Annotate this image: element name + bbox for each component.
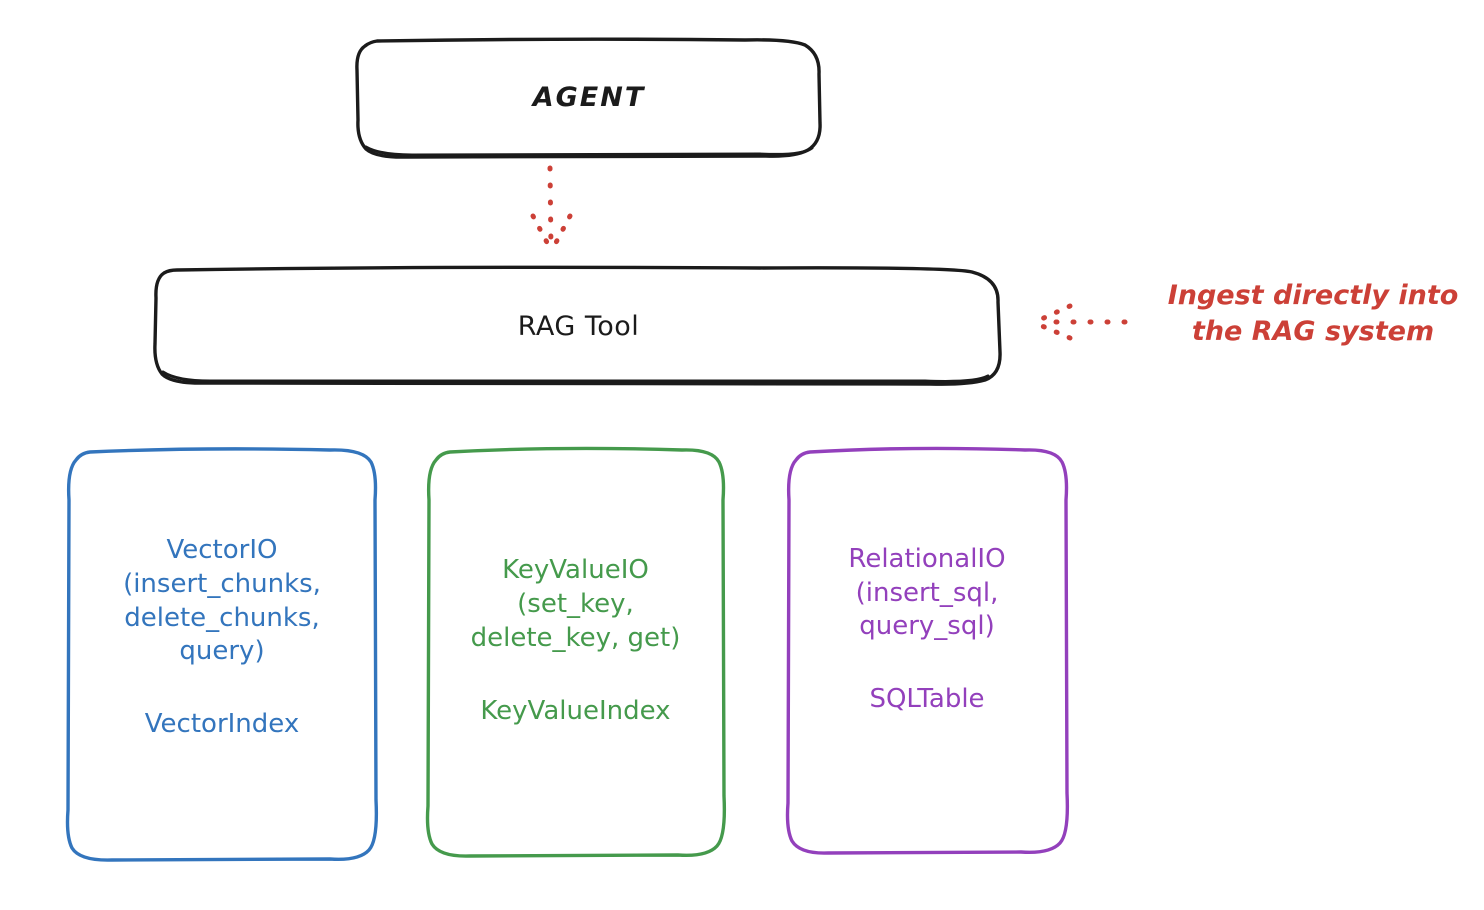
relational-io-content: RelationalIO (insert_sql, query_sql) SQL…: [848, 543, 1005, 714]
relational-io-node[interactable]: RelationalIO (insert_sql, query_sql) SQL…: [788, 449, 1066, 852]
rag-tool-box-outline-overdraw: [161, 370, 990, 383]
ingest-arrowhead-bottom: [1032, 320, 1073, 341]
relational-io-api-label: RelationalIO (insert_sql, query_sql): [848, 543, 1006, 642]
key-value-io-content: KeyValueIO (set_key, delete_key, get) Ke…: [471, 554, 681, 725]
ingest-arrowhead-top: [1032, 303, 1073, 325]
vector-io-node[interactable]: VectorIO (insert_chunks, delete_chunks, …: [68, 449, 376, 860]
agent-node[interactable]: AGENT: [357, 39, 821, 156]
agent-to-rag-arrowhead-right: [549, 213, 573, 253]
vector-io-index-label: VectorIndex: [144, 709, 300, 740]
relational-io-box-outline: [785, 446, 1070, 855]
key-value-io-api-label: KeyValueIO (set_key, delete_key, get): [470, 555, 681, 653]
vector-io-box-outline: [65, 447, 379, 862]
rag-tool-box-outline: [153, 265, 1002, 386]
agent-label: AGENT: [532, 82, 646, 113]
vector-io-api-label: VectorIO (insert_chunks, delete_chunks, …: [123, 534, 321, 667]
rag-tool-node[interactable]: RAG Tool: [155, 268, 1002, 384]
relational-io-index-label: SQLTable: [869, 684, 985, 715]
key-value-io-node[interactable]: KeyValueIO (set_key, delete_key, get) Ke…: [428, 449, 723, 855]
agent-box-outline-overdraw: [364, 145, 814, 157]
ingest-annotation-label: Ingest directly into the RAG system: [1167, 280, 1459, 347]
vector-io-content: VectorIO (insert_chunks, delete_chunks, …: [123, 534, 321, 739]
key-value-io-index-label: KeyValueIndex: [480, 695, 671, 726]
agent-to-rag-arrowhead-left: [530, 213, 554, 253]
rag-tool-label: RAG Tool: [517, 310, 640, 342]
key-value-io-box-outline: [425, 446, 727, 858]
agent-to-rag-connector-line: [547, 165, 554, 251]
